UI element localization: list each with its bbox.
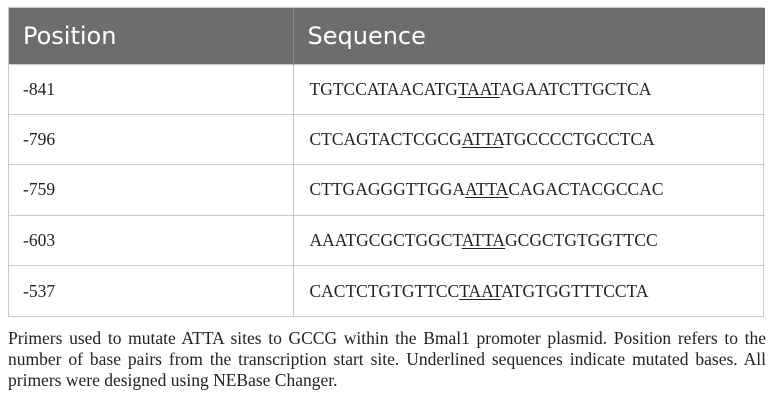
cell-sequence: TGTCCATAACATGTAATAGAATCTTGCTCA <box>292 63 765 115</box>
sequence-mutated: ATTA <box>461 129 504 150</box>
cell-sequence: CTCAGTACTCGCGATTATGCCCCTGCCTCA <box>292 113 765 165</box>
table-row: -603 AAATGCGCTGGCTATTAGCGCTGTGGTTCC <box>9 214 765 266</box>
table-row: -841 TGTCCATAACATGTAATAGAATCTTGCTCA <box>9 63 765 115</box>
header-position: Position <box>9 8 293 64</box>
sequence-mutated: TAAT <box>459 280 502 301</box>
cell-position: -759 <box>9 164 293 216</box>
sequence-suffix: AGAATCTTGCTCA <box>499 78 652 99</box>
sequence-suffix: GCGCTGTGGTTCC <box>505 229 658 250</box>
cell-position: -537 <box>9 265 293 316</box>
sequence-suffix: TGCCCCTGCCTCA <box>503 129 655 150</box>
table-row: -537 CACTCTGTGTTCCTAATATGTGGTTTCCTA <box>9 265 765 316</box>
sequence-prefix: CACTCTGTGTTCC <box>309 280 460 301</box>
cell-sequence: CACTCTGTGTTCCTAATATGTGGTTTCCTA <box>292 265 765 316</box>
sequence-prefix: TGTCCATAACATG <box>309 78 458 99</box>
cell-position: -841 <box>9 63 293 115</box>
cell-sequence: AAATGCGCTGGCTATTAGCGCTGTGGTTCC <box>292 214 765 266</box>
table-header-row: Position Sequence <box>9 8 765 64</box>
cell-sequence: CTTGAGGGTTGGAATTACAGACTACGCCAC <box>292 164 765 216</box>
primer-table-container: Position Sequence -841 TGTCCATAACATGTAAT… <box>8 7 765 317</box>
header-sequence: Sequence <box>292 8 765 64</box>
sequence-prefix: CTTGAGGGTTGGA <box>309 179 466 200</box>
sequence-mutated: TAAT <box>457 78 500 99</box>
sequence-prefix: CTCAGTACTCGCG <box>309 129 462 150</box>
sequence-suffix: ATGTGGTTTCCTA <box>501 280 649 301</box>
table-row: -796 CTCAGTACTCGCGATTATGCCCCTGCCTCA <box>9 113 765 165</box>
sequence-suffix: CAGACTACGCCAC <box>508 179 664 200</box>
sequence-prefix: AAATGCGCTGGCT <box>309 229 462 250</box>
table-caption: Primers used to mutate ATTA sites to GCC… <box>8 328 766 390</box>
primer-table: Position Sequence -841 TGTCCATAACATGTAAT… <box>9 8 765 316</box>
table-row: -759 CTTGAGGGTTGGAATTACAGACTACGCCAC <box>9 164 765 216</box>
cell-position: -796 <box>9 113 293 165</box>
sequence-mutated: ATTA <box>461 229 506 250</box>
cell-position: -603 <box>9 214 293 266</box>
sequence-mutated: ATTA <box>465 179 509 200</box>
